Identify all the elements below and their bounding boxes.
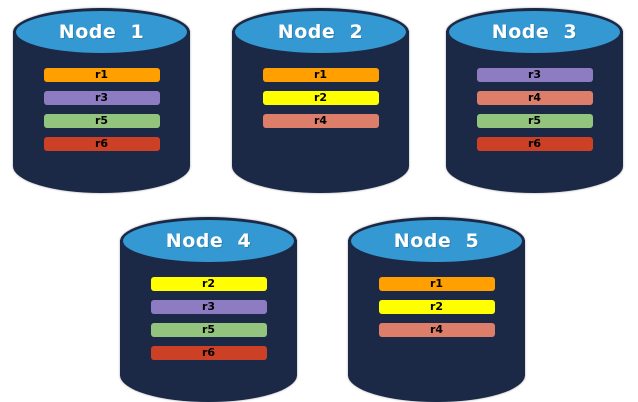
replica-label: r4 (527, 91, 542, 104)
node-cylinder: Node 3 r3 r4 r5 r6 (446, 8, 623, 193)
replica-bar: r3 (150, 300, 267, 314)
replica-label: r4 (313, 114, 328, 127)
node-title: Node 5 (393, 230, 480, 252)
cylinder-top: Node 4 (120, 217, 297, 265)
replica-bars: r1 r2 r4 (348, 277, 525, 337)
replica-bar: r4 (262, 114, 379, 128)
node-cylinder: Node 4 r2 r3 r5 r6 (120, 217, 297, 402)
replica-bars: r2 r3 r5 r6 (120, 277, 297, 360)
cylinder-body (348, 240, 525, 402)
replica-label: r1 (313, 68, 328, 81)
replica-label: r4 (429, 323, 444, 336)
cylinder-body (13, 31, 190, 193)
replica-label: r3 (527, 68, 542, 81)
replica-label: r1 (429, 277, 444, 290)
replica-label: r2 (429, 300, 444, 313)
replica-bar: r2 (262, 91, 379, 105)
replica-bar: r4 (476, 91, 593, 105)
node-title: Node 1 (58, 21, 145, 43)
replica-label: r1 (94, 68, 109, 81)
replica-label: r5 (94, 114, 109, 127)
replica-bar: r3 (476, 68, 593, 82)
cylinder-top: Node 1 (13, 8, 190, 56)
replica-label: r3 (201, 300, 216, 313)
replica-label: r6 (527, 137, 542, 150)
cylinder-top: Node 3 (446, 8, 623, 56)
cylinder-top: Node 2 (232, 8, 409, 56)
node-title: Node 4 (165, 230, 252, 252)
replica-bar: r1 (378, 277, 495, 291)
replica-bar: r1 (43, 68, 160, 82)
node-title: Node 2 (277, 21, 364, 43)
replica-label: r5 (527, 114, 542, 127)
replica-bar: r2 (378, 300, 495, 314)
node-cylinder: Node 1 r1 r3 r5 r6 (13, 8, 190, 193)
replica-label: r2 (313, 91, 328, 104)
replica-label: r5 (201, 323, 216, 336)
replica-bar: r6 (150, 346, 267, 360)
replica-label: r3 (94, 91, 109, 104)
cylinder-body (446, 31, 623, 193)
node-cylinder: Node 2 r1 r2 r4 (232, 8, 409, 193)
replica-bars: r1 r2 r4 (232, 68, 409, 128)
cylinder-top: Node 5 (348, 217, 525, 265)
replica-bars: r1 r3 r5 r6 (13, 68, 190, 151)
replica-bar: r5 (150, 323, 267, 337)
cylinder-body (232, 31, 409, 193)
replica-bars: r3 r4 r5 r6 (446, 68, 623, 151)
replica-label: r2 (201, 277, 216, 290)
replica-label: r6 (94, 137, 109, 150)
node-cylinder: Node 5 r1 r2 r4 (348, 217, 525, 402)
replica-bar: r6 (476, 137, 593, 151)
replica-bar: r5 (476, 114, 593, 128)
replica-bar: r1 (262, 68, 379, 82)
replica-bar: r6 (43, 137, 160, 151)
replica-bar: r3 (43, 91, 160, 105)
replica-bar: r4 (378, 323, 495, 337)
replica-bar: r2 (150, 277, 267, 291)
node-title: Node 3 (491, 21, 578, 43)
cylinder-body (120, 240, 297, 402)
replica-label: r6 (201, 346, 216, 359)
replica-bar: r5 (43, 114, 160, 128)
